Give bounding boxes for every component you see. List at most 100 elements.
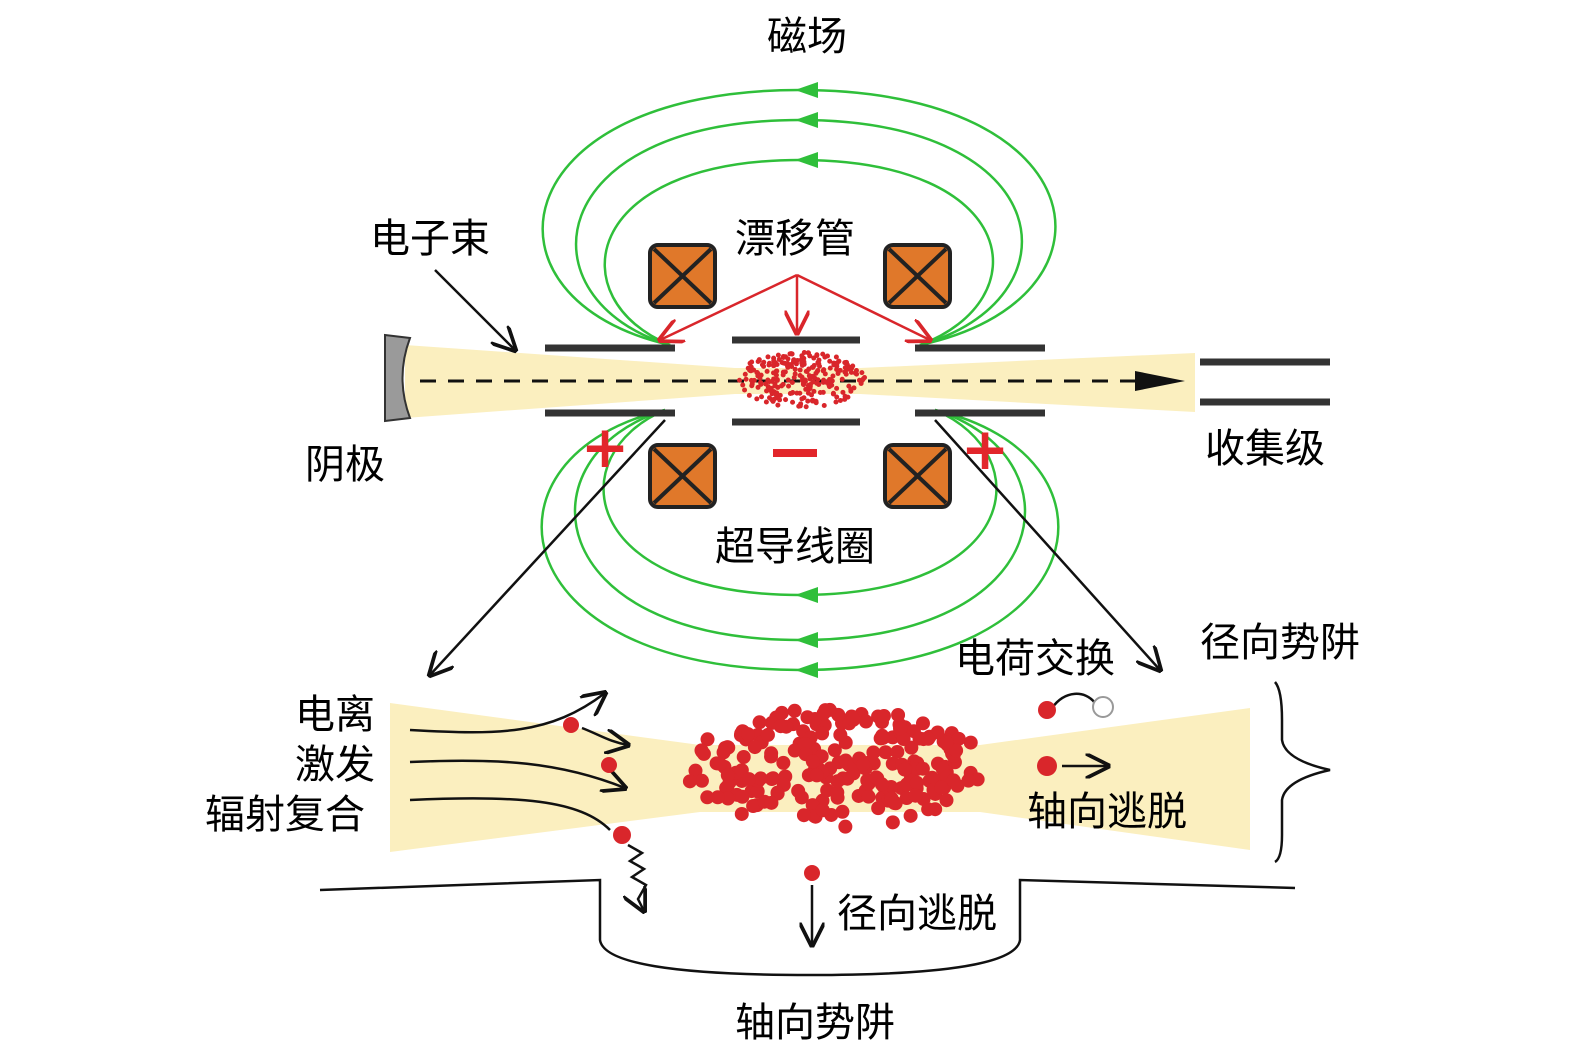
ion-dot xyxy=(921,731,936,746)
ion-dot xyxy=(827,358,833,364)
radial-well-label: 径向势阱 xyxy=(1200,620,1360,666)
ion-dot xyxy=(839,376,845,382)
neutral-atom xyxy=(1092,696,1114,718)
ion-dot xyxy=(830,373,836,379)
ion-dot xyxy=(837,367,843,373)
ion-dot xyxy=(764,772,779,787)
ion-dot xyxy=(861,789,876,804)
ion-dot xyxy=(939,735,954,750)
ion-dot xyxy=(763,399,769,405)
ion-dot xyxy=(740,382,746,388)
ion-dot xyxy=(809,768,824,783)
ion-dot xyxy=(758,380,764,386)
ion-dot xyxy=(833,727,848,742)
ion-dot xyxy=(822,371,828,377)
ion-dot xyxy=(783,397,789,403)
ion-dot xyxy=(785,356,791,362)
ion-dot xyxy=(752,715,767,730)
ion-dot xyxy=(779,383,785,389)
radial-escape-label: 径向逃脱 xyxy=(837,891,997,937)
ion-dot xyxy=(700,732,715,747)
ion-dot xyxy=(753,771,768,786)
ion-dot xyxy=(890,744,905,759)
ion-dot xyxy=(816,706,831,721)
ion-dot xyxy=(774,390,780,396)
ion-dot xyxy=(821,403,827,409)
ion-dot xyxy=(800,381,806,387)
ion-dot xyxy=(774,377,780,383)
ion-dot xyxy=(788,362,794,368)
ion-dot xyxy=(742,772,757,787)
zoom-arrow-right xyxy=(934,419,1160,670)
ion-dot xyxy=(747,740,762,755)
ion-dot xyxy=(834,385,840,391)
ion-dot xyxy=(830,390,836,396)
minus-sign xyxy=(773,449,817,457)
superconducting-coil xyxy=(883,243,952,309)
ion-dot xyxy=(787,391,793,397)
ion-dot xyxy=(742,371,748,377)
ion-dot xyxy=(842,369,848,375)
ion-dot xyxy=(740,727,755,742)
ionization-label: 电离 xyxy=(295,692,375,738)
ion-dot xyxy=(799,396,805,402)
drift-tube-label: 漂移管 xyxy=(735,216,855,262)
ion-dot xyxy=(775,352,781,358)
ion-dot xyxy=(822,354,828,360)
ion-dot xyxy=(915,716,930,731)
ion-dot xyxy=(761,363,767,369)
magnetic-field-lines xyxy=(540,82,1060,678)
ion-dot xyxy=(833,399,839,405)
ion-dot xyxy=(774,705,789,720)
ion-dot xyxy=(749,359,755,365)
ion-dot xyxy=(810,397,816,403)
ion-dot xyxy=(874,777,889,792)
ion-dot xyxy=(736,377,742,383)
ion-dot xyxy=(735,789,750,804)
sc-coil-label: 超导线圈 xyxy=(715,524,875,570)
ion-dot xyxy=(835,804,850,819)
ion-dot xyxy=(805,390,811,396)
ion-dot xyxy=(765,354,771,360)
plus-sign-left: + xyxy=(581,413,630,481)
ion-dot xyxy=(716,745,731,760)
ion-dot xyxy=(827,381,833,387)
ion-dot xyxy=(814,368,820,374)
ion-dot xyxy=(834,394,840,400)
ion-dot xyxy=(838,819,853,834)
ion-dot xyxy=(921,802,936,817)
ion-dot xyxy=(746,392,752,398)
ion-dot xyxy=(766,362,772,368)
ion-dot xyxy=(765,377,771,383)
ion-dot xyxy=(963,735,978,750)
ion-dot xyxy=(859,370,865,376)
ion-dot xyxy=(775,384,781,390)
ion-cloud-bottom xyxy=(682,702,985,834)
ion-dot xyxy=(720,791,735,806)
ion-dot xyxy=(694,773,709,788)
ion-dot xyxy=(755,358,761,364)
ion-dot xyxy=(799,374,805,380)
ion-dot xyxy=(805,754,820,769)
ion-dot xyxy=(743,376,749,382)
ion-dot xyxy=(785,377,791,383)
ion-dot xyxy=(893,721,908,736)
ion-dot xyxy=(805,382,811,388)
ion-dot xyxy=(814,353,820,359)
magnetic-field-label: 磁场 xyxy=(767,14,847,60)
ion-dot xyxy=(805,398,811,404)
ion-dot xyxy=(866,745,881,760)
ion-dot xyxy=(885,815,900,830)
ion-dot xyxy=(934,780,949,795)
ion-dot xyxy=(784,363,790,369)
ion-dot xyxy=(775,402,781,408)
electron-beam-label: 电子束 xyxy=(370,216,490,262)
plus-sign-right: + xyxy=(961,415,1010,483)
superconducting-coil xyxy=(648,243,717,309)
ion-dot xyxy=(908,788,923,803)
ion-dot xyxy=(876,709,891,724)
ion-dot xyxy=(862,374,868,380)
ion-dot xyxy=(791,783,806,798)
ion-dot xyxy=(815,726,830,741)
ion-dot xyxy=(848,387,854,393)
